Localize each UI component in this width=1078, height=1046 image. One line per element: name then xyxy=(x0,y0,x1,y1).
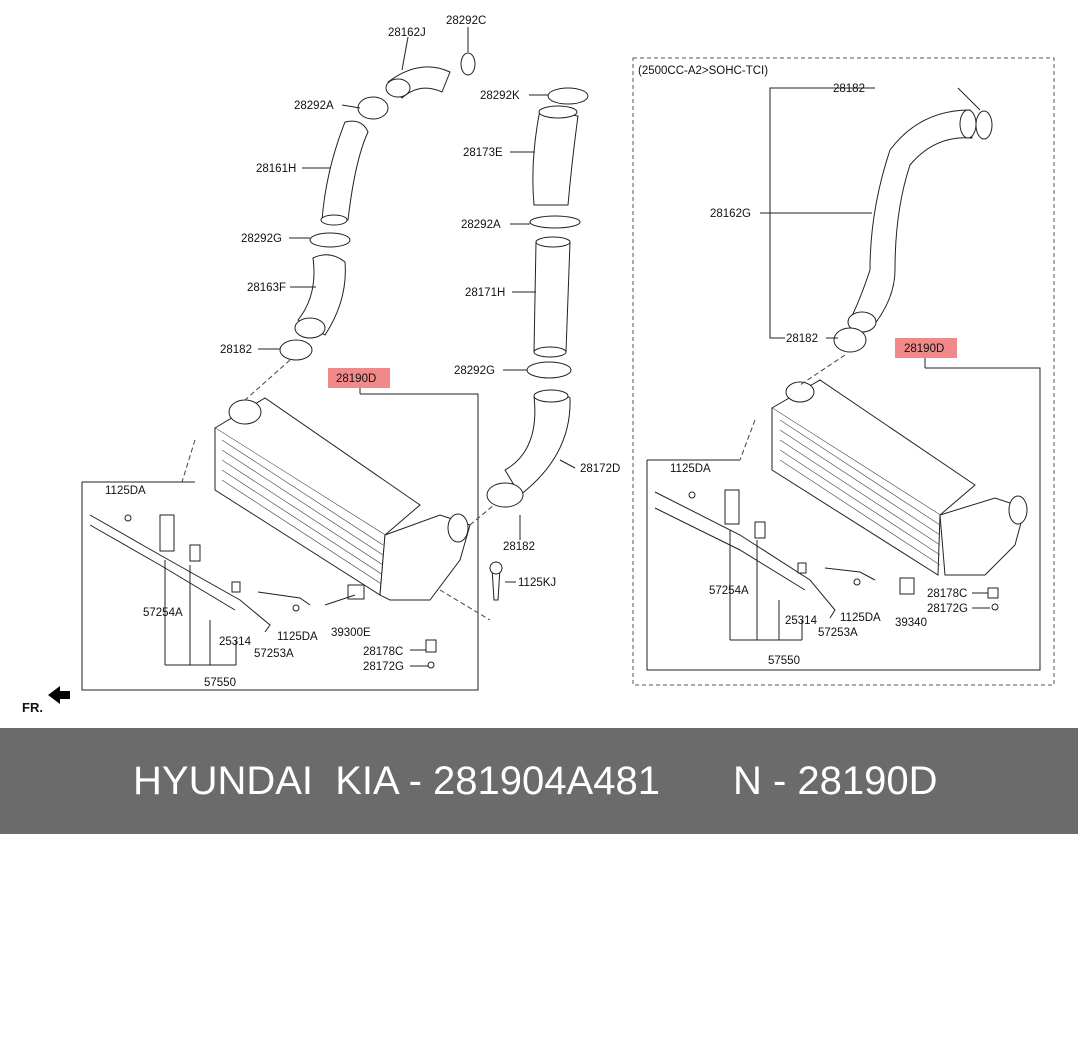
callout: 28162G xyxy=(710,208,751,220)
callout: 1125DA xyxy=(670,463,711,475)
callout: 28163F xyxy=(247,282,286,294)
left-assembly xyxy=(81,27,501,691)
callout: 28173E xyxy=(463,147,503,159)
callout: 1125DA xyxy=(840,612,881,624)
callout: 39340 xyxy=(895,617,927,629)
callout: 28172G xyxy=(927,603,968,615)
callout: 28161H xyxy=(256,163,296,175)
callout: 1125KJ xyxy=(518,577,556,589)
middle-hoses xyxy=(486,87,589,601)
right-part-highlight xyxy=(895,338,957,358)
callout: 28172D xyxy=(580,463,620,475)
part-number-footer: HYUNDAI KIA - 281904A481 N - 28190D xyxy=(0,728,1078,834)
part-highlight-label: 28190D xyxy=(336,373,376,385)
brand-part-number: HYUNDAI KIA - 281904A481 xyxy=(133,759,660,803)
callout: 28172G xyxy=(363,661,404,673)
callout: 28292G xyxy=(241,233,282,245)
callout: 28292C xyxy=(446,15,486,27)
callout: 28292A xyxy=(461,219,501,231)
front-arrow-icon xyxy=(48,686,70,704)
callout: 28182 xyxy=(833,83,865,95)
callout: 28162J xyxy=(388,27,426,39)
callout: 57550 xyxy=(768,655,800,667)
callout: 39300E xyxy=(331,627,371,639)
callout: 1125DA xyxy=(105,485,146,497)
parts-diagram: FR. (2500CC-A2>SOHC-TCI) 28162J 28292C 2… xyxy=(22,15,1055,715)
variant-label: (2500CC-A2>SOHC-TCI) xyxy=(638,65,768,77)
catalog-number: N - 28190D xyxy=(733,759,938,803)
left-callouts: 28162J 28292C 28292A 28161H 28292G 28163… xyxy=(105,15,620,689)
callout: 57550 xyxy=(204,677,236,689)
callout: 28292K xyxy=(480,90,520,102)
callout: 28182 xyxy=(503,541,535,553)
callout: 28171H xyxy=(465,287,505,299)
callout: 57253A xyxy=(818,627,858,639)
left-part-highlight xyxy=(328,368,390,388)
callout: 28292G xyxy=(454,365,495,377)
callout: 25314 xyxy=(219,636,252,648)
part-highlight-label: 28190D xyxy=(904,343,944,355)
callout: 28178C xyxy=(363,646,403,658)
callout: 28182 xyxy=(220,344,252,356)
callout: 28292A xyxy=(294,100,334,112)
right-assembly xyxy=(632,57,1055,686)
callout: 1125DA xyxy=(277,631,318,643)
right-callouts: 28182 28162G 28182 1125DA 57254A 25314 1… xyxy=(670,83,968,667)
callout: 57254A xyxy=(143,607,183,619)
fr-label: FR. xyxy=(22,700,43,715)
callout: 28178C xyxy=(927,588,967,600)
callout: 57253A xyxy=(254,648,294,660)
callout: 57254A xyxy=(709,585,749,597)
callout: 25314 xyxy=(785,615,818,627)
callout: 28182 xyxy=(786,333,818,345)
